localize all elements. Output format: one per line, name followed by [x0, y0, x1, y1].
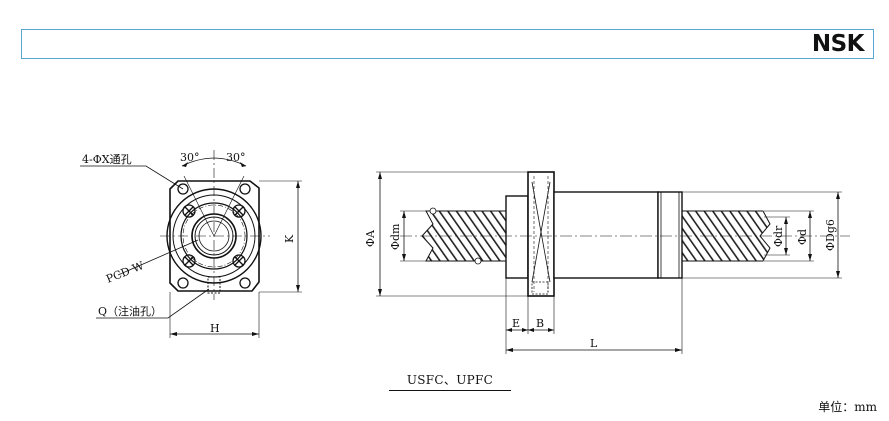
header-bar: NSK — [21, 29, 874, 59]
dim-l-label: L — [590, 337, 598, 350]
dim-b-label: B — [536, 317, 544, 330]
dim-h-label: H — [210, 322, 220, 335]
oil-hole-label: Q（注油孔） — [98, 304, 162, 318]
dim-dg6-label: ΦDg6 — [824, 219, 837, 251]
dim-dm-label: Φdm — [389, 223, 402, 250]
bolt-holes — [177, 183, 251, 289]
dim-a-label: ΦA — [364, 229, 377, 247]
dim-e-label: E — [512, 317, 520, 330]
dim-dr-label: Φdr — [772, 225, 785, 247]
dim-d-label: Φd — [796, 229, 809, 245]
hole-label: 4-ΦX通孔 — [82, 153, 132, 166]
pcd-label: PCD W — [104, 259, 146, 286]
side-view — [376, 171, 850, 354]
angle-right-label: 30° — [226, 151, 246, 164]
dim-k-label: K — [283, 234, 296, 243]
unit-label: 单位：mm — [818, 400, 877, 414]
nsk-logo: NSK — [811, 31, 865, 57]
model-caption: USFC、UPFC — [389, 371, 511, 391]
front-view — [80, 150, 302, 338]
angle-left-label: 30° — [180, 151, 200, 164]
